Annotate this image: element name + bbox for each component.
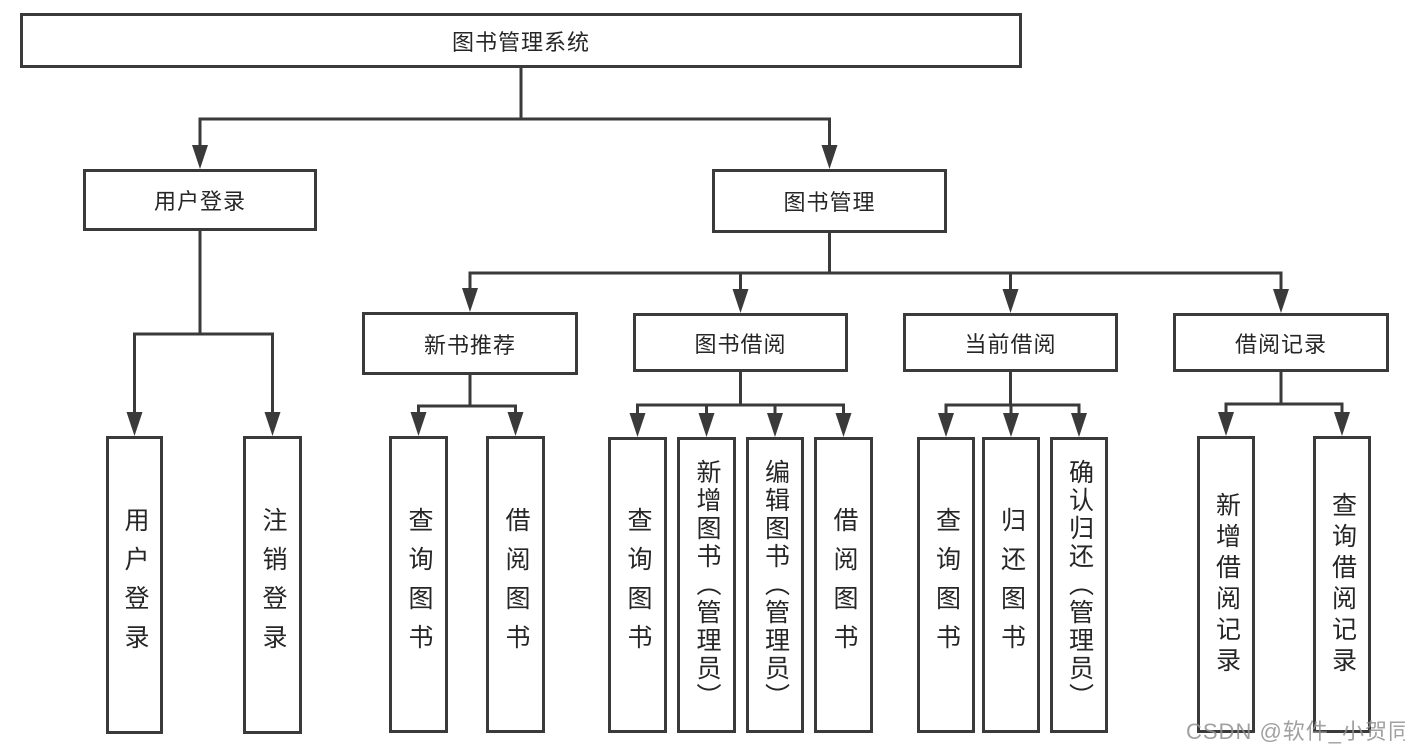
node-nb-borrow: 借阅图书: [486, 436, 545, 733]
arrowhead-icon: [821, 145, 838, 169]
arrowhead-icon: [410, 412, 427, 436]
node-user-login: 用户登录: [83, 169, 317, 231]
arrowhead-icon: [507, 412, 524, 436]
node-bw-add: 新增图书（管理员）: [677, 437, 736, 733]
node-label: 图书借阅: [694, 331, 787, 357]
node-label: 借阅记录: [1234, 331, 1327, 357]
node-label: 借阅图书: [502, 506, 530, 663]
node-rec-add: 新增借阅记录: [1197, 436, 1255, 733]
watermark: CSDN @软件_小贺同学: [1186, 719, 1405, 744]
node-new-books: 新书推荐: [362, 312, 578, 375]
node-bw-query: 查询图书: [608, 437, 667, 733]
arrowhead-icon: [1218, 412, 1234, 436]
node-root: 图书管理系统: [20, 13, 1022, 68]
node-bw-borrow: 借阅图书: [814, 437, 873, 733]
arrowhead-icon: [192, 145, 208, 169]
arrowhead-icon: [1002, 289, 1019, 313]
node-current: 当前借阅: [903, 313, 1118, 372]
node-records: 借阅记录: [1173, 313, 1389, 372]
node-borrowing: 图书借阅: [633, 313, 848, 372]
node-cur-return: 归还图书: [982, 437, 1040, 733]
node-logout: 注销登录: [243, 436, 302, 734]
node-label: 借阅图书: [830, 507, 858, 663]
node-label: 查询图书: [932, 507, 961, 663]
arrowhead-icon: [767, 413, 783, 437]
arrowhead-icon: [1003, 413, 1019, 437]
node-label: 新增图书（管理员）: [693, 459, 721, 711]
node-label: 当前借阅: [964, 331, 1057, 357]
arrowhead-icon: [1334, 412, 1350, 436]
node-label: 查询图书: [624, 507, 652, 663]
arrowhead-icon: [698, 413, 715, 437]
node-rec-query: 查询借阅记录: [1313, 436, 1371, 733]
arrowhead-icon: [1071, 413, 1087, 437]
arrowhead-icon: [835, 413, 852, 437]
node-label: 编辑图书（管理员）: [761, 459, 790, 711]
node-label: 用户登录: [121, 507, 149, 663]
node-label: 新增借阅记录: [1212, 491, 1241, 678]
node-bw-edit: 编辑图书（管理员）: [746, 437, 804, 733]
node-label: 新书推荐: [423, 332, 516, 358]
node-label: 用户登录: [153, 189, 246, 214]
node-label: 确认归还（管理员）: [1065, 459, 1094, 711]
arrowhead-icon: [629, 413, 646, 437]
node-book-mgmt: 图书管理: [712, 169, 947, 233]
node-label: 注销登录: [259, 507, 287, 663]
node-label: 图书管理: [783, 190, 876, 215]
node-nb-query: 查询图书: [389, 436, 448, 733]
node-label: 归还图书: [997, 507, 1026, 663]
node-label: 图书管理系统: [451, 29, 590, 55]
arrowhead-icon: [126, 412, 143, 436]
arrowhead-icon: [732, 289, 749, 313]
node-cur-confirm: 确认归还（管理员）: [1050, 437, 1108, 733]
node-label: 查询借阅记录: [1328, 491, 1357, 678]
node-login: 用户登录: [106, 436, 163, 734]
arrowhead-icon: [264, 412, 281, 436]
arrowhead-icon: [1273, 289, 1289, 313]
arrowhead-icon: [462, 288, 478, 312]
node-cur-query: 查询图书: [917, 437, 975, 733]
node-label: 查询图书: [405, 506, 433, 663]
arrowhead-icon: [938, 413, 954, 437]
